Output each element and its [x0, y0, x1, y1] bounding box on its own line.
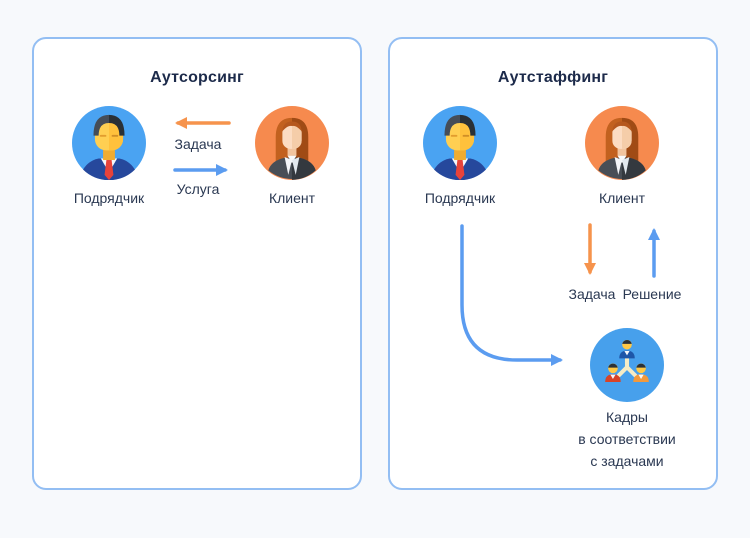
- client-label: Клиент: [268, 190, 316, 206]
- client-avatar: [585, 106, 659, 180]
- service-arrow: [173, 164, 228, 176]
- service-arrow-label: Услуга: [176, 181, 220, 197]
- panel-outstaffing: Аутстаффинг Подрядчик: [388, 37, 718, 490]
- arrows-overlay: [460, 223, 660, 366]
- team-caption: Кадры в соответствии с задачами: [537, 406, 717, 472]
- client-avatar: [255, 106, 329, 180]
- businessman-avatar-icon: [72, 106, 146, 180]
- task-arrow: [175, 117, 231, 129]
- team-avatar-icon: [590, 328, 664, 402]
- solution-arrow-label: Решение: [622, 286, 682, 302]
- contractor-avatar: [423, 106, 497, 180]
- panel-title: Аутстаффинг: [497, 69, 609, 86]
- businesswoman-avatar-icon: [585, 106, 659, 180]
- contractor-avatar: [72, 106, 146, 180]
- team-caption-line: с задачами: [590, 453, 664, 469]
- task-arrow-label: Задача: [568, 286, 616, 302]
- staff-curved-arrow: [460, 224, 563, 366]
- client-label: Клиент: [598, 190, 646, 206]
- task-arrow-label: Задача: [174, 136, 222, 152]
- panel-title: Аутсорсинг: [150, 69, 244, 86]
- businessman-avatar-icon: [423, 106, 497, 180]
- panel-outsourcing: Аутсорсинг Подрядчик: [32, 37, 362, 490]
- contractor-label: Подрядчик: [73, 190, 145, 206]
- businesswoman-avatar-icon: [255, 106, 329, 180]
- team-avatar: [590, 328, 664, 402]
- team-caption-line: Кадры: [606, 409, 648, 425]
- contractor-label: Подрядчик: [424, 190, 496, 206]
- team-caption-line: в соответствии: [578, 431, 676, 447]
